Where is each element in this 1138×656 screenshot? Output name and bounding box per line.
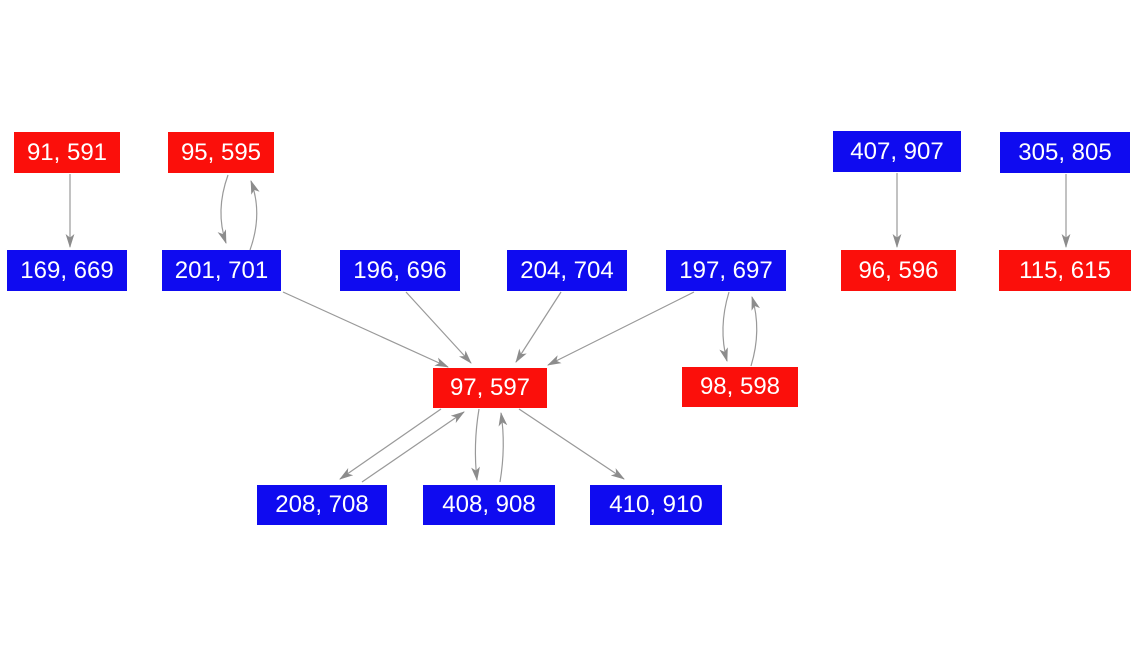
edge-97-597-to-410-910 — [518, 408, 625, 480]
graph-node-115-615: 115, 615 — [999, 250, 1131, 291]
graph-node-97-597: 97, 597 — [433, 368, 547, 408]
edge-98-598-to-197-697 — [750, 296, 760, 367]
graph-node-96-596: 96, 596 — [841, 250, 956, 291]
edge-197-697-to-98-598 — [719, 291, 730, 362]
graph-node-91-591: 91, 591 — [14, 132, 120, 173]
edge-204-704-to-97-597 — [515, 291, 562, 363]
edge-97-597-to-208-708 — [339, 408, 442, 480]
edge-208-708-to-97-597 — [361, 411, 465, 483]
graph-node-169-669: 169, 669 — [7, 250, 127, 291]
graph-node-201-701: 201, 701 — [162, 250, 281, 291]
edge-196-696-to-97-597 — [405, 291, 472, 364]
graph-node-407-907: 407, 907 — [833, 131, 961, 172]
edge-201-701-to-97-597 — [282, 291, 449, 368]
edge-197-697-to-97-597 — [547, 291, 695, 366]
graph-node-95-595: 95, 595 — [168, 132, 274, 173]
graph-node-208-708: 208, 708 — [257, 485, 387, 525]
graph-node-305-805: 305, 805 — [1000, 132, 1130, 173]
graph-node-197-697: 197, 697 — [666, 250, 786, 291]
edge-95-595-to-201-701 — [217, 174, 229, 244]
edge-97-597-to-408-908 — [471, 408, 480, 481]
graph-node-196-696: 196, 696 — [340, 250, 460, 291]
graph-node-98-598: 98, 598 — [682, 367, 798, 407]
graph-node-410-910: 410, 910 — [590, 485, 722, 525]
graph-node-204-704: 204, 704 — [507, 250, 627, 291]
edge-408-908-to-97-597 — [498, 412, 508, 483]
graph-node-408-908: 408, 908 — [423, 485, 555, 525]
edge-201-701-to-95-595 — [249, 180, 260, 251]
